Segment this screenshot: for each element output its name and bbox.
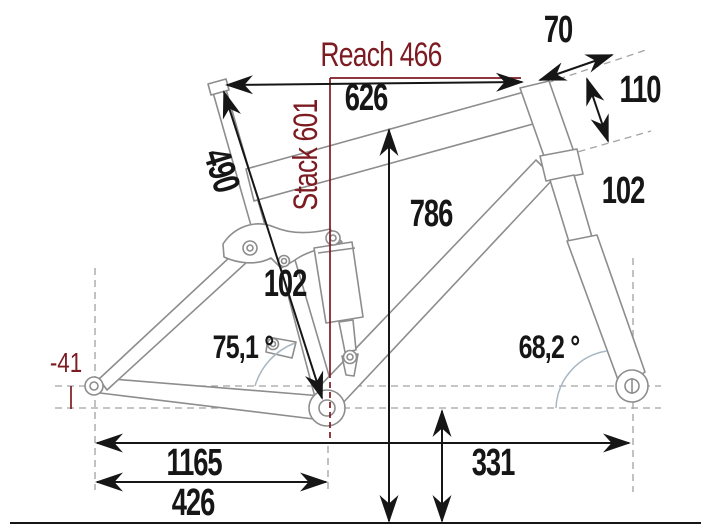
head-angle-arc — [555, 350, 608, 409]
dim-seat-tube-490 — [222, 90, 324, 400]
shock-eyelet-hole — [346, 353, 354, 361]
bb-height-label: 331 — [472, 442, 515, 484]
head-angle-label: 68,2 ° — [519, 330, 580, 366]
top-tube-length-label: 626 — [345, 77, 388, 119]
seat-angle-label: 75,1 ° — [213, 330, 274, 366]
chainstay-label: 426 — [172, 482, 215, 524]
fork-lower-leg — [566, 234, 646, 389]
fork-measurement-label: 102 — [602, 170, 645, 212]
head-tube-length-label: 110 — [620, 69, 662, 111]
rear-shock-shaft — [338, 319, 357, 353]
chainstay — [99, 377, 323, 421]
bike-frame-drawing — [84, 78, 649, 427]
bottom-bracket-hole — [318, 399, 336, 417]
dimension-labels: Reach 466 Stack 601 626 490 786 70 110 1… — [50, 9, 662, 524]
standover-height-label: 786 — [410, 193, 453, 235]
bb-drop-label: -41 — [50, 348, 82, 379]
dim-top-tube-626 — [225, 72, 524, 95]
rear-shock-body — [313, 241, 364, 324]
rear-shock-detail — [317, 247, 356, 254]
fork-crown — [539, 148, 584, 182]
stack-label: Stack 601 — [287, 100, 325, 211]
dim-stem-70 — [538, 54, 614, 81]
rear-axle-icon — [89, 381, 99, 391]
dim-head-tube-110 — [586, 77, 609, 143]
wheelbase-label: 1165 — [166, 442, 222, 484]
head-tube-base-guide — [566, 130, 652, 156]
rocker-pivot-shock-hole — [329, 234, 337, 242]
rocker-pivot-left-hole — [246, 244, 254, 252]
fork-stanchion — [549, 174, 593, 243]
dimension-lines — [10, 54, 701, 524]
reach-label: Reach 466 — [320, 36, 441, 74]
shock-measurement-label: 102 — [264, 263, 307, 305]
stem-length-label: 70 — [544, 9, 573, 51]
seat-stay — [98, 241, 260, 391]
